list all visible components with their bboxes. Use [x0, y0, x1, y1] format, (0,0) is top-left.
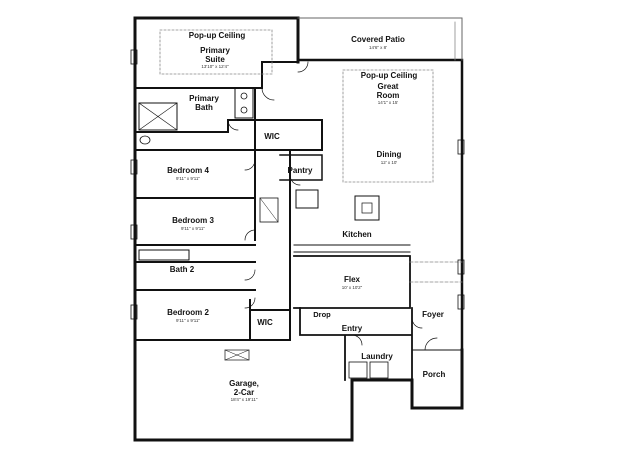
room-dim-primary-suite: 13'10" x 12'4" — [201, 64, 229, 69]
kitchen-island — [354, 195, 380, 221]
room-dim-bedroom-3: 9'11" x 9'11" — [180, 226, 206, 231]
room-label-dining: Dining — [376, 150, 402, 159]
room-label-pantry: Pantry — [287, 166, 313, 175]
room-label-popup-primary: Pop-up Ceiling — [188, 31, 246, 40]
room-label-wic-1: WIC — [264, 132, 280, 141]
room-label-bath-2: Bath 2 — [169, 265, 195, 274]
room-dim-covered-patio: 14'6" x 8' — [368, 45, 388, 50]
room-label-entry: Entry — [341, 324, 363, 333]
room-dim-great-room: 14'1" x 15' — [377, 100, 399, 105]
room-label-popup-great: Pop-up Ceiling — [360, 71, 418, 80]
room-label-garage: Garage, 2-Car — [229, 379, 259, 397]
room-dim-flex: 10' x 10'2" — [341, 285, 363, 290]
room-label-covered-patio: Covered Patio — [351, 35, 405, 44]
room-label-bedroom-4: Bedroom 4 — [167, 166, 209, 175]
wall-primary-bath — [134, 119, 256, 133]
room-label-foyer: Foyer — [422, 310, 444, 319]
patio-outline — [297, 17, 463, 61]
wall-pantry — [279, 154, 323, 181]
kitchen-counter — [293, 244, 411, 253]
room-dim-garage: 18'4" x 19'11" — [230, 397, 258, 402]
wall-entry — [299, 307, 413, 381]
wall-primary-suite — [134, 61, 299, 89]
popup-ceiling-great — [342, 69, 434, 183]
room-label-primary-bath: Primary Bath — [189, 94, 219, 112]
room-dim-dining: 12' x 10' — [380, 160, 398, 165]
room-dim-bedroom-2: 9'11" x 9'11" — [175, 318, 201, 323]
room-label-wic-2: WIC — [257, 318, 273, 327]
room-label-drop: Drop — [313, 310, 331, 319]
popup-ceiling-primary — [159, 29, 273, 75]
wall-bedroom-3 — [134, 244, 256, 291]
room-label-primary-suite: Primary Suite — [200, 46, 230, 64]
room-label-bedroom-3: Bedroom 3 — [172, 216, 214, 225]
wall-wic-1 — [254, 87, 323, 151]
room-label-bedroom-2: Bedroom 2 — [167, 308, 209, 317]
room-label-kitchen: Kitchen — [342, 230, 372, 239]
door-swing — [297, 61, 309, 73]
room-label-laundry: Laundry — [361, 352, 393, 361]
room-label-flex: Flex — [343, 275, 361, 284]
room-dim-bedroom-4: 9'11" x 9'11" — [175, 176, 201, 181]
wall-bedroom-4 — [134, 149, 323, 241]
room-label-porch: Porch — [422, 370, 446, 379]
room-label-great-room: Great Room — [376, 82, 400, 100]
